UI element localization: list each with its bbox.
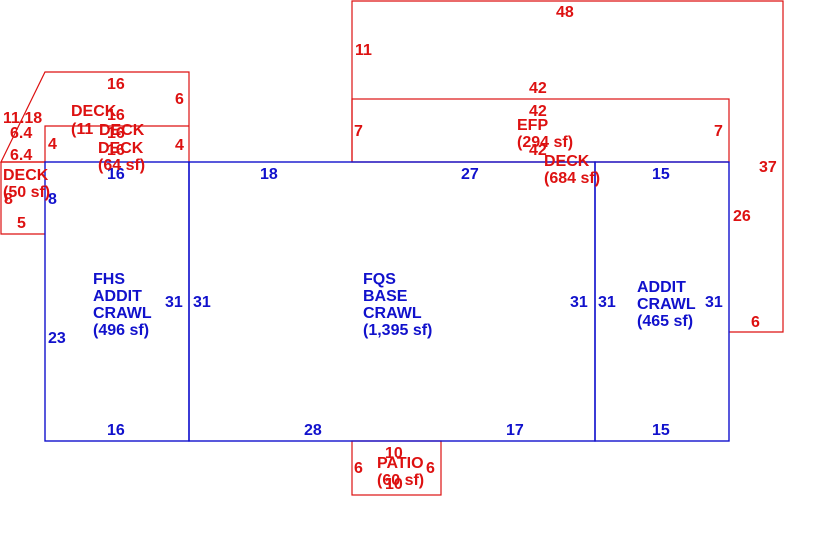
dim-label: 16 (107, 76, 125, 93)
area-line: (50 sf) (3, 184, 50, 201)
area-line: ADDIT (637, 279, 686, 296)
large-deck-outline (351, 0, 784, 333)
dim-label: 31 (193, 294, 211, 311)
dim-label: 6 (751, 314, 760, 331)
area-line: EFP (517, 117, 548, 134)
dim-label: 7 (714, 123, 723, 140)
dim-label: 6.4 (10, 125, 32, 142)
area-line: PATIO (377, 455, 424, 472)
area-line: (684 sf) (544, 170, 600, 187)
area-line: FQS (363, 271, 396, 288)
area-line: CRAWL (637, 296, 696, 313)
area-deck-small: DECK (50 sf) (3, 167, 50, 201)
area-line: FHS (93, 271, 125, 288)
dim-label: 17 (506, 422, 524, 439)
area-line: CRAWL (93, 305, 152, 322)
dim-label: 15 (652, 422, 670, 439)
dim-label: 11 (355, 42, 372, 59)
dim-label: 31 (598, 294, 616, 311)
area-line: (465 sf) (637, 313, 693, 330)
area-patio: PATIO (60 sf) (377, 455, 424, 489)
blue-dimension-labels: 16 8 23 16 31 31 18 27 28 17 31 31 15 31… (48, 166, 723, 439)
area-fhs-addit-crawl: FHS ADDIT CRAWL (496 sf) (93, 271, 152, 339)
area-line: BASE (363, 288, 408, 305)
dim-label: 18 (260, 166, 278, 183)
dim-label: 6 (426, 460, 435, 477)
area-line: DECK (544, 153, 590, 170)
area-line: (11 (71, 121, 93, 138)
dim-label: 48 (556, 4, 574, 21)
blue-outlines (44, 161, 730, 442)
dim-label: 42 (529, 142, 547, 159)
dim-label: 16 (107, 107, 125, 124)
dim-label: 26 (733, 208, 751, 225)
area-line: DECK (99, 122, 145, 139)
area-fqs-base-crawl: FQS BASE CRAWL (1,395 sf) (363, 271, 432, 339)
area-deck-left-2: DECK (99, 122, 145, 139)
dim-label: 6 (175, 91, 184, 108)
area-line: DECK (71, 103, 117, 120)
dim-label: 23 (48, 330, 66, 347)
dim-label: 8 (48, 191, 57, 208)
dim-label: 31 (165, 294, 183, 311)
dim-label: 10 (385, 476, 403, 493)
dim-label: 6.4 (10, 147, 32, 164)
dim-label: 16 (107, 422, 125, 439)
dim-label: 8 (4, 191, 13, 208)
dim-label: 15 (652, 166, 670, 183)
dim-label: 28 (304, 422, 322, 439)
area-line: (496 sf) (93, 322, 149, 339)
dim-label: 16 (107, 166, 125, 183)
addit-crawl-outline (594, 161, 730, 442)
area-line: DECK (3, 167, 49, 184)
area-line: (60 sf) (377, 472, 424, 489)
dim-label: 11.18 (3, 110, 42, 127)
area-line: (294 sf) (517, 134, 573, 151)
dim-label: 4 (175, 137, 184, 154)
dim-label: 27 (461, 166, 479, 183)
area-line: (1,395 sf) (363, 322, 432, 339)
area-line: (64 sf) (98, 157, 145, 174)
left-deck-inner (44, 125, 189, 162)
small-deck-outline (0, 161, 45, 235)
area-line: ADDIT (93, 288, 142, 305)
area-line: CRAWL (363, 305, 422, 322)
red-dimension-labels: 48 11 42 42 7 7 37 26 6 42 16 6 11.18 6.… (3, 4, 777, 493)
dim-label: 31 (570, 294, 588, 311)
dim-label: 37 (759, 159, 777, 176)
area-line: DECK (98, 140, 144, 157)
dim-label: 4 (48, 136, 57, 153)
dim-label: 31 (705, 294, 723, 311)
area-addit-crawl: ADDIT CRAWL (465 sf) (637, 279, 696, 330)
area-labels: FHS ADDIT CRAWL (496 sf) FQS BASE CRAWL … (3, 103, 696, 489)
dim-label: 42 (529, 80, 547, 97)
dim-label: 10 (385, 445, 403, 462)
area-efp: EFP (294 sf) (517, 117, 573, 151)
dim-label: 5 (17, 215, 26, 232)
dim-label: 7 (354, 123, 363, 140)
dim-label: 16 (107, 125, 125, 142)
dim-label: 16 (107, 142, 125, 159)
area-deck-large: DECK (684 sf) (544, 153, 600, 187)
dim-label: 6 (354, 460, 363, 477)
dim-label: 42 (529, 103, 547, 120)
area-deck-left-1: DECK (11 (71, 103, 117, 138)
area-deck-left-3: DECK (64 sf) (98, 140, 145, 174)
